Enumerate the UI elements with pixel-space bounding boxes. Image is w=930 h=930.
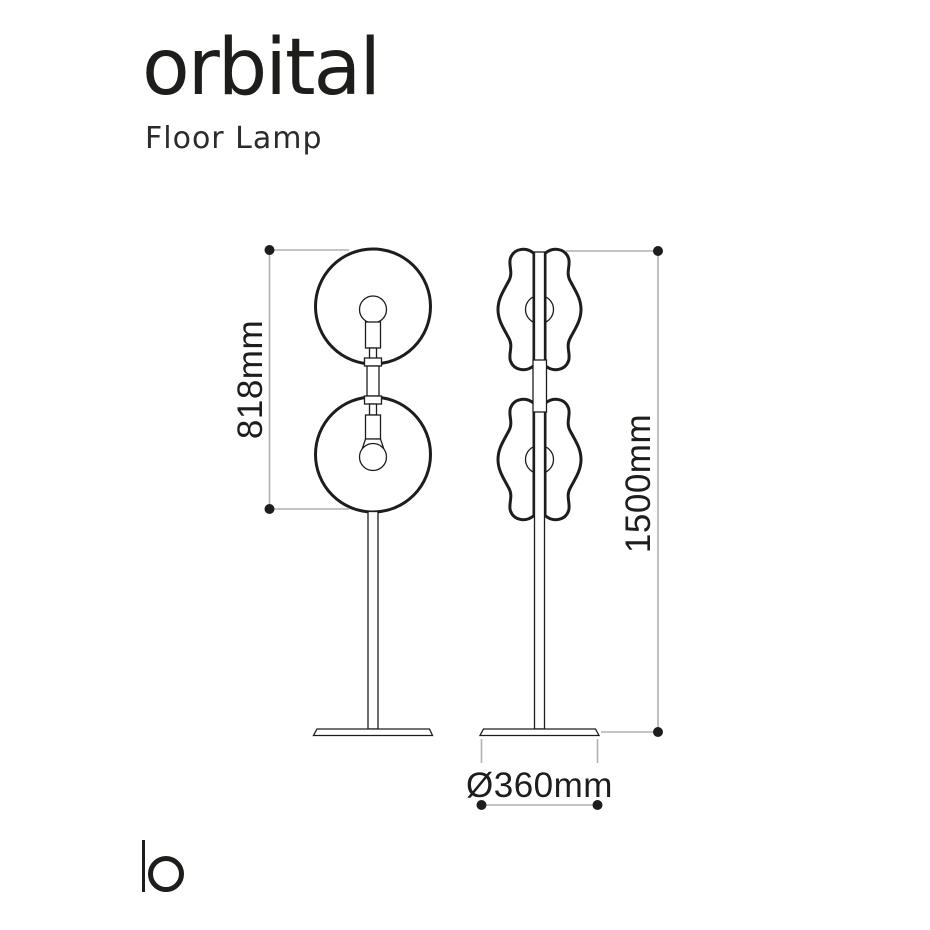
dim-1500-label: 1500mm (619, 414, 658, 553)
front-top-socket (364, 321, 382, 349)
dim-360-dot-right (592, 800, 603, 810)
front-bottom-socket (364, 414, 382, 440)
side-view-drawing (478, 247, 601, 737)
product-title: orbital (142, 23, 381, 113)
brand-logo-b-icon: b (142, 840, 186, 894)
dimension-base-diameter: Ø360mm (466, 739, 613, 810)
dimension-annotations: 818mm 1500mm Ø360mm (231, 245, 663, 810)
front-stem-collar-upper (363, 357, 383, 367)
dim-360-dot-left (476, 800, 487, 810)
product-subtitle: Floor Lamp (145, 121, 323, 156)
front-stem-collar-lower (363, 395, 383, 405)
side-base (478, 728, 601, 737)
dim-1500-dot-top (653, 246, 663, 256)
side-bottom-shade-right-half (543, 397, 583, 522)
side-stem-collar (532, 359, 548, 413)
front-stem-tube (366, 365, 380, 397)
dim-818-dot-bottom (264, 504, 275, 514)
logo-bar-shape (142, 840, 145, 892)
dimension-overall-height: 1500mm (566, 246, 663, 737)
front-base (312, 728, 434, 737)
dim-818-label: 818mm (231, 320, 270, 439)
dim-818-dot-top (264, 245, 275, 255)
front-bottom-bulb (358, 442, 388, 472)
front-stem-neck-lower (368, 403, 378, 416)
side-bottom-shade (496, 397, 583, 522)
side-pole (533, 251, 546, 730)
front-pole (367, 510, 379, 730)
dimension-shade-section: 818mm (231, 245, 349, 514)
side-top-shade-left-half (496, 247, 536, 372)
side-top-shade (496, 247, 583, 372)
logo-ring-shape (148, 856, 184, 892)
dim-360-label: Ø360mm (466, 766, 613, 805)
side-bottom-shade-left-half (496, 397, 536, 522)
dim-1500-dot-bottom (653, 727, 663, 737)
front-view-drawing (312, 247, 434, 737)
side-top-shade-right-half (543, 247, 583, 372)
front-top-bulb (358, 295, 388, 324)
